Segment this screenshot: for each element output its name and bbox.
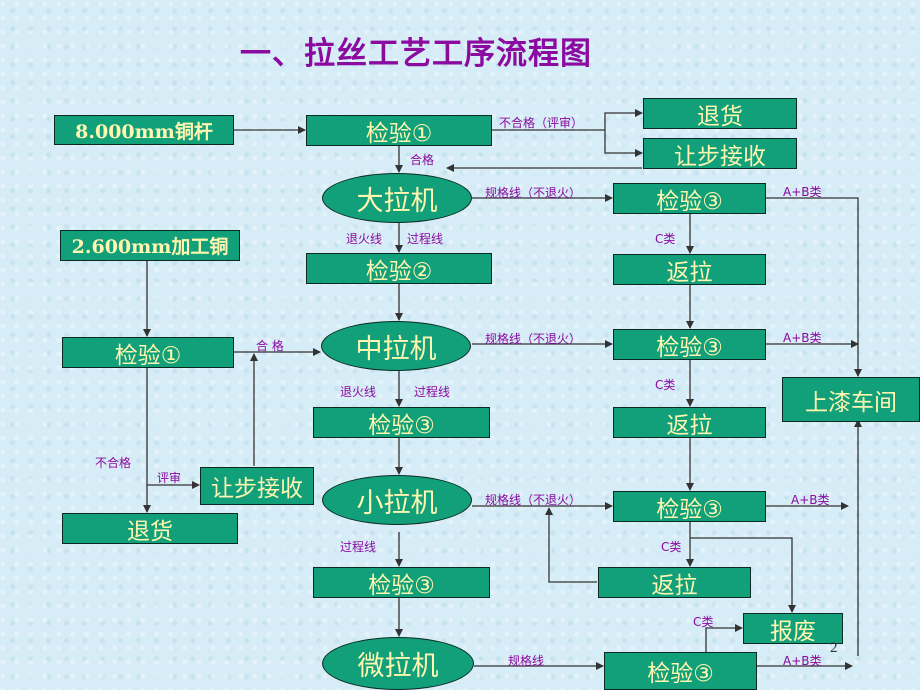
concession-accept-top: 让步接收 [643, 138, 797, 170]
inspection-1-left: 检验① [62, 337, 234, 369]
label-c-class-3: C类 [661, 540, 682, 554]
label-process-3: 过程线 [340, 540, 377, 554]
label-annealed-1: 退火线 [346, 232, 383, 246]
inspection-1-top: 检验① [306, 115, 492, 147]
label-ab-class-3: A+B类 [791, 493, 830, 507]
label-qualified-left: 合 格 [256, 339, 284, 353]
redraw-row2: 返拉 [613, 407, 766, 439]
inspection-2: 检验② [306, 253, 492, 285]
arrow-redraw-3-loop [545, 507, 597, 583]
return-goods-left: 退货 [62, 513, 238, 545]
small-drawing-machine: 小拉机 [322, 475, 472, 525]
label-process-2: 过程线 [414, 385, 451, 399]
label-spec-no-anneal-3: 规格线（不退火） [485, 493, 582, 507]
input-copper-rod: 8.000mm铜杆 [54, 115, 234, 145]
redraw-row1: 返拉 [613, 254, 766, 286]
micro-drawing-machine: 微拉机 [322, 637, 474, 690]
inspection-3-row2: 检验③ [613, 329, 766, 361]
return-goods-top: 退货 [643, 98, 797, 130]
label-c-class-1: C类 [655, 232, 676, 246]
label-c-class-4: C类 [693, 615, 714, 629]
label-unqualified-review: 不合格（评审） [499, 116, 584, 130]
mid-drawing-machine: 中拉机 [321, 321, 471, 371]
page-title: 一、拉丝工艺工序流程图 [240, 36, 592, 72]
input-processed-copper: 2.600mm加工铜 [60, 230, 240, 261]
label-qualified-top: 合格 [410, 153, 435, 167]
arrow-ab-to-paint-1 [766, 197, 862, 377]
big-drawing-machine: 大拉机 [322, 173, 472, 223]
label-review-left: 评审 [157, 471, 182, 485]
redraw-row3: 返拉 [598, 567, 751, 599]
inspection-3-row3: 检验③ [613, 491, 766, 523]
label-ab-class-4: A+B类 [783, 654, 822, 668]
label-process-1: 过程线 [407, 232, 444, 246]
paint-shop: 上漆车间 [782, 377, 920, 422]
arrow-to-return-top [491, 109, 643, 131]
concession-accept-left: 让步接收 [200, 467, 314, 505]
label-c-class-2: C类 [655, 378, 676, 392]
arrow-to-concession-top [604, 130, 643, 157]
label-spec-line-micro: 规格线 [508, 654, 545, 668]
inspection-3-row1: 检验③ [613, 183, 766, 215]
label-ab-class-2: A+B类 [783, 331, 822, 345]
scrap: 报废 [743, 613, 843, 645]
label-annealed-2: 退火线 [340, 385, 377, 399]
arrow-to-scrap [690, 537, 796, 613]
label-ab-class-1: A+B类 [783, 185, 822, 199]
inspection-3-mid: 检验③ [313, 407, 490, 439]
inspection-3-small: 检验③ [313, 567, 490, 599]
label-unqualified-left: 不合格 [95, 456, 132, 470]
label-spec-no-anneal-2: 规格线（不退火） [485, 332, 582, 346]
inspection-3-micro: 检验③ [604, 652, 757, 690]
page-number: 2 [830, 640, 838, 656]
arrow-c-to-scrap [705, 624, 743, 652]
label-spec-no-anneal-1: 规格线（不退火） [485, 186, 582, 200]
